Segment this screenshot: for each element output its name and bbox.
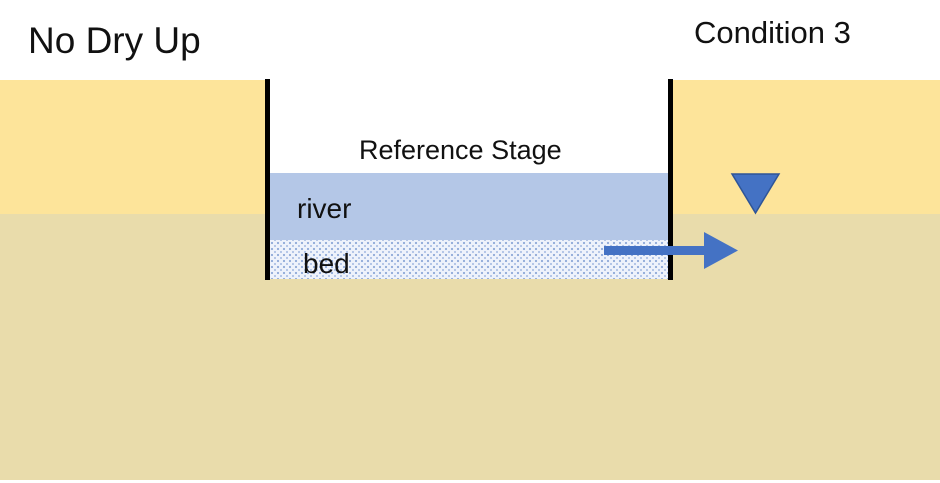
bed-label: bed <box>303 248 350 279</box>
upper-soil-layer-right <box>670 80 940 215</box>
channel-wall-left <box>265 79 270 280</box>
river-bed <box>269 240 670 279</box>
channel-air-space <box>269 80 670 173</box>
flow-arrow-icon <box>604 232 738 269</box>
upper-soil-layer-left <box>0 80 269 215</box>
channel-wall-right <box>668 79 673 280</box>
condition-label: Condition 3 <box>694 15 851 50</box>
river-label: river <box>297 193 352 224</box>
diagram-title: No Dry Up <box>28 20 201 61</box>
river-water <box>269 173 670 240</box>
water-table-marker-icon <box>730 173 781 215</box>
reference-stage-label: Reference Stage <box>359 135 562 165</box>
